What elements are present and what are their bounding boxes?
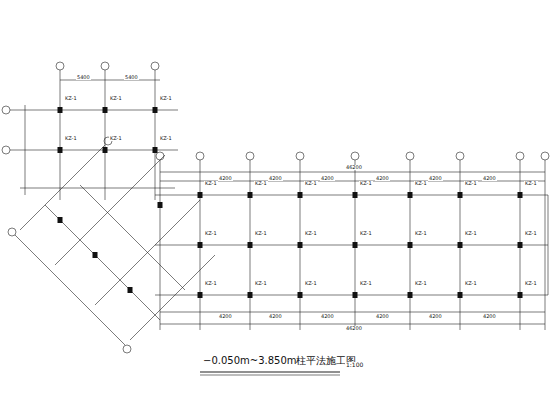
column-tag: KZ-1 [204,181,218,186]
column-tag: KZ-1 [524,281,538,286]
dimension-text: 4200 [218,176,233,181]
axis-bubble [351,152,359,160]
column-tag: KZ-1 [304,281,318,286]
column-section [408,292,413,298]
dimension-text: 4200 [375,176,390,181]
dimension-text: 4200 [482,176,497,181]
column-tag: KZ-1 [414,281,428,286]
column-section [128,287,133,293]
dimension-text: 4200 [482,314,497,319]
dimension-text: 4200 [268,176,283,181]
column-tag: KZ-1 [304,231,318,236]
column-section [298,242,303,248]
column-tag: KZ-1 [109,136,123,141]
column-section [93,252,98,258]
axis-bubble [456,152,464,160]
column-tag: KZ-1 [204,281,218,286]
column-tag: KZ-1 [464,231,478,236]
column-section [458,292,463,298]
column-section [518,292,523,298]
column-section [518,192,523,198]
column-tag: KZ-1 [64,96,78,101]
column-section [408,242,413,248]
dimension-text: 4200 [320,314,335,319]
column-tag: KZ-1 [254,181,268,186]
axis-bubble [541,152,549,160]
axis-bubble [516,152,524,160]
axis-bubble [156,152,164,160]
axis-bubble [296,152,304,160]
column-section [458,242,463,248]
dimension-text: 4200 [268,314,283,319]
column-tag: KZ-1 [254,281,268,286]
column-tag: KZ-1 [414,231,428,236]
column-tag: KZ-1 [359,231,373,236]
column-section [298,192,303,198]
dimension-text: 4200 [428,314,443,319]
axis-bubble [406,152,414,160]
column-tag: KZ-1 [159,96,173,101]
column-tag: KZ-1 [109,96,123,101]
column-tag: KZ-1 [524,181,538,186]
column-tag: KZ-1 [359,181,373,186]
drawing-title: −0.050m~3.850m柱平法施工图 [202,356,358,366]
column-section [518,242,523,248]
column-tag: KZ-1 [304,181,318,186]
column-section [58,107,63,113]
dimension-text: 46200 [345,326,363,331]
column-section [103,147,108,153]
column-tag: KZ-1 [159,136,173,141]
column-section [58,217,63,223]
column-section [298,292,303,298]
column-section [153,147,158,153]
column-section [153,107,158,113]
column-tag: KZ-1 [414,181,428,186]
column-section [198,242,203,248]
column-tag: KZ-1 [254,231,268,236]
column-section [198,292,203,298]
drawing-title: 1:100 [345,362,364,368]
dimension-text: 46200 [345,165,363,170]
column-section [408,192,413,198]
column-section [353,242,358,248]
dimension-text: 4200 [320,176,335,181]
column-tag: KZ-1 [359,281,373,286]
column-tag: KZ-1 [64,136,78,141]
column-section [353,192,358,198]
column-section [198,192,203,198]
dimension-text: 4200 [375,314,390,319]
axis-bubble [246,152,254,160]
column-section [58,147,63,153]
dimension-text: 4200 [428,176,443,181]
column-tag: KZ-1 [204,231,218,236]
axis-bubble [196,152,204,160]
dimension-text: 5400 [76,75,91,80]
column-section [248,192,253,198]
column-tag: KZ-1 [524,231,538,236]
column-section [248,292,253,298]
column-section [248,242,253,248]
column-tag: KZ-1 [464,181,478,186]
dimension-text: 5400 [124,75,139,80]
column-section [458,192,463,198]
column-section [103,107,108,113]
column-section [353,292,358,298]
column-section [158,202,163,208]
dimension-text: 4200 [218,314,233,319]
column-tag: KZ-1 [464,281,478,286]
